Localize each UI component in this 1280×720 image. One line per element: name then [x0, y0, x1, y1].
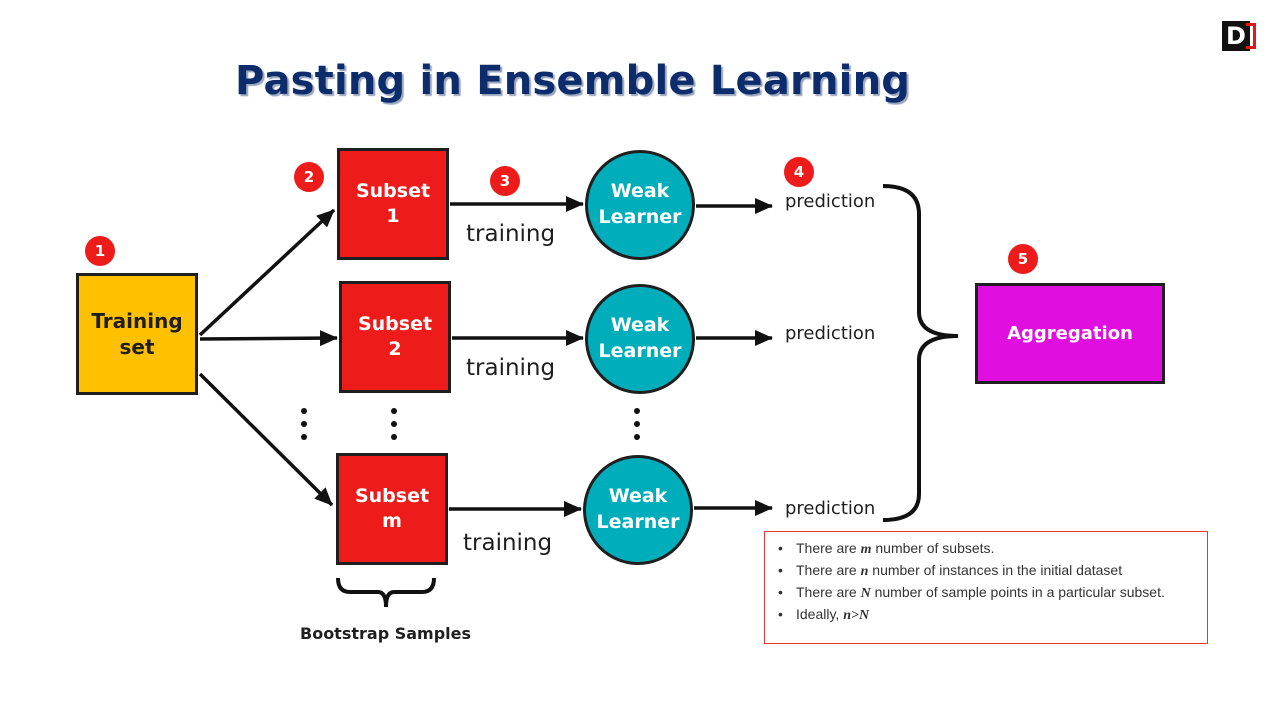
training-label-2: training: [466, 355, 556, 381]
training-label-1: training: [466, 221, 556, 247]
weak-learner-1-line2: Learner: [598, 206, 682, 228]
weak-learner-2: Weak Learner: [585, 284, 695, 394]
subset-1-label-line2: 1: [386, 205, 400, 227]
step-badge-3: 3: [490, 166, 520, 196]
subset-box-1: Subset 1: [337, 148, 449, 260]
step-badge-4: 4: [784, 157, 814, 187]
note-2-text-end: number of instances in the initial datas…: [868, 562, 1123, 578]
step-badge-2: 2: [294, 162, 324, 192]
step-badge-5: 5: [1008, 244, 1038, 274]
aggregation-label: Aggregation: [1007, 322, 1133, 344]
subset-box-2: Subset 2: [339, 281, 451, 393]
subset-box-m: Subset m: [336, 453, 448, 565]
prediction-label-2: prediction: [785, 323, 876, 344]
arrow-train-to-subset-1: [198, 208, 336, 337]
subset-2-label-line2: 2: [388, 338, 402, 360]
training-label-m: training: [463, 530, 553, 556]
bootstrap-brace: [336, 577, 436, 608]
arrow-train-to-subset-2: [199, 330, 338, 347]
ellipsis-dots-col-1: [301, 408, 307, 440]
logo-bracket-icon: [1246, 23, 1256, 49]
prediction-label-1: prediction: [785, 191, 876, 212]
brand-logo: D: [1222, 21, 1256, 51]
note-item-1: There are m number of subsets.: [775, 538, 1197, 560]
note-3-math: N: [860, 586, 871, 601]
weak-learner-m-line2: Learner: [596, 511, 680, 533]
note-item-4: Ideally, n>N: [775, 604, 1197, 626]
note-item-3: There are N number of sample points in a…: [775, 582, 1197, 604]
note-1-text-end: number of subsets.: [871, 540, 995, 556]
weak-learner-1: Weak Learner: [585, 150, 695, 260]
bootstrap-samples-label: Bootstrap Samples: [300, 624, 472, 643]
note-1-text: There are: [796, 540, 861, 556]
training-set-label-line1: Training: [91, 309, 183, 333]
note-4-math: n>N: [843, 608, 870, 623]
note-3-text-end: number of sample points in a particular …: [870, 584, 1165, 600]
note-2-math: n: [860, 564, 869, 579]
subset-m-label-line1: Subset: [354, 485, 430, 508]
weak-learner-m-line1: Weak: [608, 485, 668, 508]
weak-learner-m: Weak Learner: [583, 455, 693, 565]
step-badge-1: 1: [85, 236, 115, 266]
note-3-text: There are: [796, 584, 861, 600]
weak-learner-2-line1: Weak: [610, 314, 670, 337]
subset-1-label-line1: Subset: [355, 180, 431, 203]
training-set-box: Training set: [76, 273, 198, 395]
arrow-train-to-subset-m: [198, 372, 334, 507]
note-2-text: There are: [796, 562, 861, 578]
weak-learner-1-line1: Weak: [610, 180, 670, 203]
subset-m-label-line2: m: [382, 510, 402, 532]
notes-list: There are m number of subsets. There are…: [775, 538, 1197, 626]
aggregation-box: Aggregation: [975, 283, 1165, 384]
subset-2-label-line1: Subset: [357, 313, 433, 336]
notes-box: There are m number of subsets. There are…: [764, 531, 1208, 644]
note-1-math: m: [860, 542, 872, 557]
prediction-label-m: prediction: [785, 498, 876, 519]
prediction-brace: [882, 184, 959, 522]
note-item-2: There are n number of instances in the i…: [775, 560, 1197, 582]
ellipsis-dots-col-3: [634, 408, 640, 440]
ellipsis-dots-col-2: [391, 408, 397, 440]
weak-learner-2-line2: Learner: [598, 340, 682, 362]
logo-letter: D: [1222, 21, 1250, 51]
training-set-label-line2: set: [119, 335, 155, 359]
note-4-text: Ideally,: [796, 606, 844, 622]
page-title: Pasting in Ensemble Learning: [235, 58, 911, 104]
